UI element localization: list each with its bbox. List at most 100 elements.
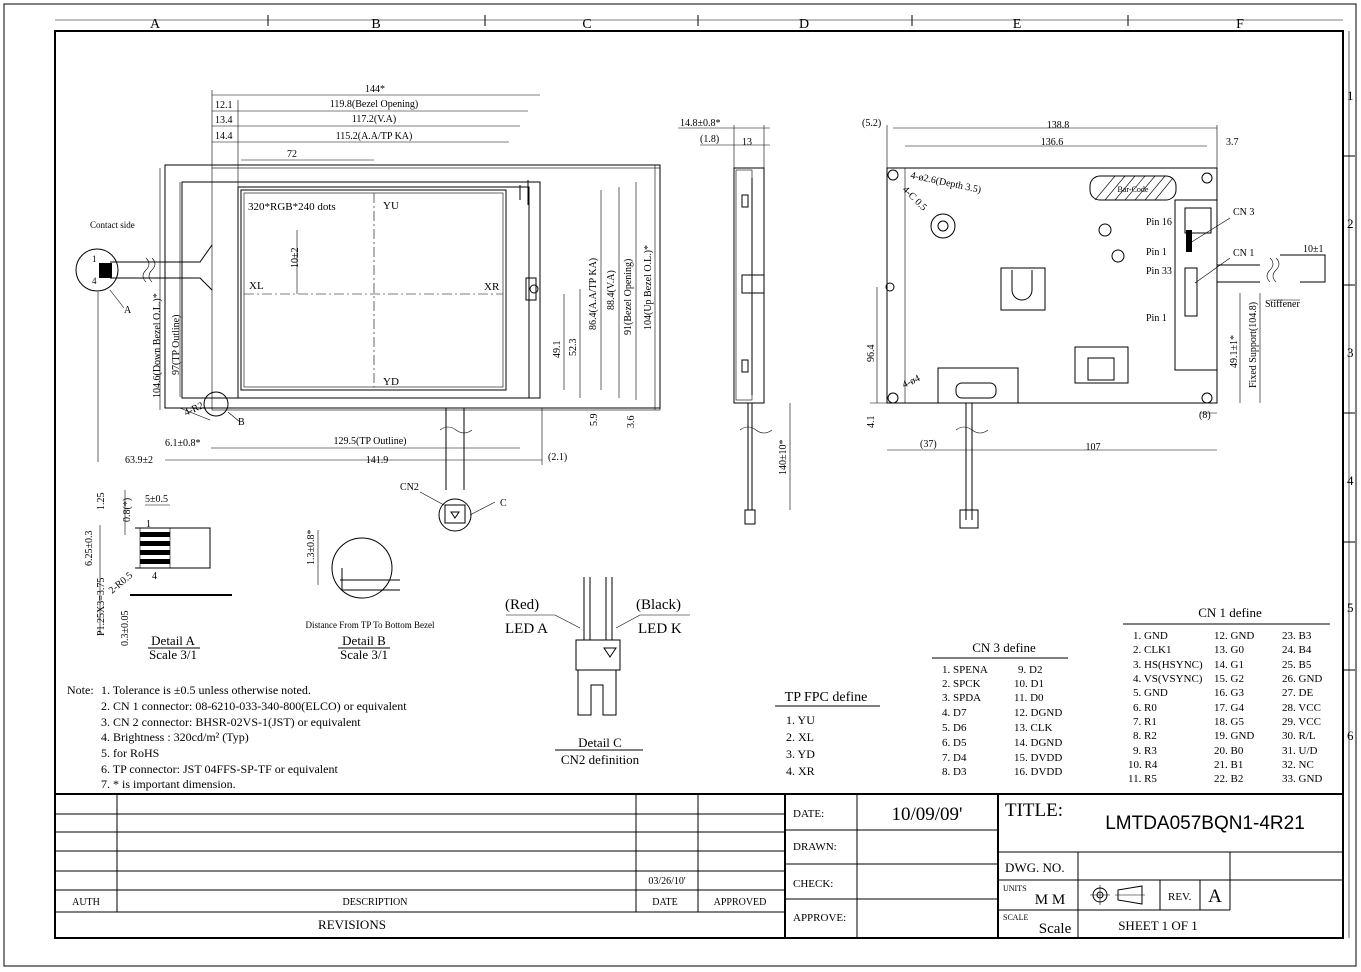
cn1-pin: 4. VS(VSYNC) bbox=[1133, 673, 1203, 685]
cn1-pin: 24. B4 bbox=[1282, 644, 1312, 656]
dim-hole4: 4-ø4 bbox=[901, 373, 922, 391]
cn3-define: CN 3 define 1. SPENA 2. SPCK 3. SPDA 4. … bbox=[932, 640, 1068, 778]
cn3-pin: 14. DGND bbox=[1014, 737, 1062, 749]
cn1-pin: 12. GND bbox=[1214, 630, 1254, 642]
col-label-f: F bbox=[1236, 17, 1244, 32]
cn1-pin: 25. B5 bbox=[1282, 659, 1312, 671]
cn1-pin: 32. NC bbox=[1282, 759, 1314, 771]
tp-fpc-item-2: 2. XL bbox=[786, 730, 814, 744]
dim-63-9: 63.9±2 bbox=[125, 455, 153, 466]
dim-8: (8) bbox=[1199, 410, 1211, 421]
callout-a: A bbox=[124, 305, 132, 316]
cn3-pin: 1. SPENA bbox=[942, 664, 988, 676]
title-label: TITLE: bbox=[1005, 800, 1063, 821]
cn1-define-title: CN 1 define bbox=[1198, 605, 1262, 620]
units-value: M M bbox=[1035, 892, 1065, 908]
approve-label: APPROVE: bbox=[793, 912, 846, 924]
detail-a bbox=[99, 490, 232, 649]
detail-a-caption: Detail A Scale 3/1 bbox=[149, 633, 197, 662]
detail-c-subtitle: CN2 definition bbox=[561, 752, 640, 767]
cn1-pin: 3. HS(HSYNC) bbox=[1133, 659, 1203, 671]
revisions-approved-header: APPROVED bbox=[714, 897, 767, 908]
row-label-4: 4 bbox=[1347, 473, 1354, 488]
revisions-footer: REVISIONS bbox=[318, 917, 386, 932]
cn1-define-col2: 12. GND 13. G0 14. G1 15. G2 16. G3 17. … bbox=[1214, 630, 1254, 785]
dim-0-8: 0.8(*) bbox=[122, 498, 133, 522]
cn1-pin: 21. B1 bbox=[1214, 759, 1243, 771]
contact-pin-4: 4 bbox=[92, 276, 97, 286]
dim-down-bezel-height: 104.6(Down Bezel O.L.)* bbox=[152, 293, 163, 398]
detail-c bbox=[506, 577, 690, 751]
tp-fpc-define: TP FPC define 1. YU 2. XL 3. YD 4. XR bbox=[775, 690, 880, 778]
notes-prefix: Note: bbox=[67, 683, 94, 697]
detail-b-labels: 1.3±0.8* Distance From TP To Bottom Beze… bbox=[306, 530, 435, 631]
cn3-pin: 8. D3 bbox=[942, 766, 967, 778]
cn1-pin: 23. B3 bbox=[1282, 630, 1312, 642]
drawing-title: LMTDA057BQN1-4R21 bbox=[1105, 813, 1305, 834]
cn1-define-col1: 1. GND 2. CLK1 3. HS(HSYNC) 4. VS(VSYNC)… bbox=[1128, 630, 1203, 785]
cn1-pin: 28. VCC bbox=[1282, 702, 1321, 714]
detail-a-pin4: 4 bbox=[152, 571, 157, 582]
dim-bezel-opening-width: 119.8(Bezel Opening) bbox=[330, 99, 419, 110]
dim-3-7: 3.7 bbox=[1226, 137, 1239, 148]
tp-fpc-item-1: 1. YU bbox=[786, 713, 815, 727]
rear-view bbox=[870, 125, 1326, 529]
dim-2-1: (2.1) bbox=[548, 452, 567, 463]
led-a-label: LED A bbox=[505, 621, 548, 637]
cn1-pin: 9. R3 bbox=[1133, 745, 1157, 757]
note-1: 1. Tolerance is ±0.5 unless otherwise no… bbox=[101, 683, 311, 697]
dim-1-25: 1.25 bbox=[96, 493, 107, 511]
dim-aa-width: 115.2(A.A/TP KA) bbox=[336, 131, 413, 142]
label-yu: YU bbox=[383, 200, 399, 212]
cn1-pin: 26. GND bbox=[1282, 673, 1322, 685]
cn3-define-col2: 9. D2 10. D1 11. D0 12. DGND 13. CLK 14.… bbox=[1014, 664, 1062, 778]
dim-13: 13 bbox=[742, 137, 752, 148]
dim-140: 140±10* bbox=[778, 440, 789, 476]
cn1-pin: 8. R2 bbox=[1133, 730, 1157, 742]
dim-5-2: (5.2) bbox=[862, 118, 881, 129]
dim-offset-14-4: 14.4 bbox=[215, 131, 233, 142]
cn3-define-col1: 1. SPENA 2. SPCK 3. SPDA 4. D7 5. D6 6. … bbox=[942, 664, 988, 778]
dim-up-bezel-height: 104(Up Bezel O.L.)* bbox=[643, 245, 654, 330]
col-label-a: A bbox=[150, 17, 161, 32]
dim-1-3: 1.3±0.8* bbox=[306, 530, 317, 566]
note-6: 6. TP connector: JST 04FFS-SP-TF or equi… bbox=[101, 762, 338, 776]
dim-bezel-opening-height: 91(Bezel Opening) bbox=[623, 259, 634, 335]
col-label-e: E bbox=[1013, 17, 1022, 32]
rev-label: REV. bbox=[1168, 891, 1192, 903]
label-yd: YD bbox=[383, 376, 399, 388]
dim-tp-outline-height: 97(TP Outline) bbox=[171, 315, 182, 375]
dim-52-3: 52.3 bbox=[568, 339, 579, 357]
dim-49-1-rear: 49.1±1* bbox=[1229, 335, 1240, 368]
dim-aa-height: 86.4(A.A/TP KA) bbox=[588, 258, 599, 330]
dim-tp-outline-width: 129.5(TP Outline) bbox=[334, 436, 407, 447]
detail-a-labels: 1.25 0.8(*) 5±0.5 6.25±0.3 P1.25X3=3.75 … bbox=[84, 493, 168, 647]
dim-4-1: 4.1 bbox=[866, 416, 877, 429]
cn1-pin: 18. G5 bbox=[1214, 716, 1244, 728]
cn1-pin: 13. G0 bbox=[1214, 644, 1244, 656]
detail-c-labels: (Red) LED A (Black) LED K bbox=[505, 597, 682, 637]
detail-b-distance-caption: Distance From TP To Bottom Bezel bbox=[306, 620, 435, 630]
bar-code-label: Bar-Code bbox=[1118, 185, 1149, 194]
note-2: 2. CN 1 connector: 08-6210-033-340-800(E… bbox=[101, 699, 407, 713]
detail-b-scale: Scale 3/1 bbox=[340, 647, 388, 662]
dim-fixed-support: Fixed Support(104.8) bbox=[1248, 302, 1259, 388]
dim-overall-width: 144* bbox=[365, 84, 385, 95]
dim-138-8: 138.8 bbox=[1047, 120, 1070, 131]
dim-6-1: 6.1±0.8* bbox=[165, 438, 201, 449]
cn1-pin: 19. GND bbox=[1214, 730, 1254, 742]
led-k-color: (Black) bbox=[636, 597, 681, 613]
tp-fpc-item-4: 4. XR bbox=[786, 764, 815, 778]
callout-c: C bbox=[500, 498, 507, 509]
dim-0-3: 0.3±0.05 bbox=[120, 611, 131, 647]
revisions-labels: 03/26/10' AUTH DESCRIPTION DATE APPROVED… bbox=[72, 876, 766, 932]
front-view-dimensions: 144* 119.8(Bezel Opening) 117.2(V.A) 115… bbox=[90, 84, 654, 509]
cn3-pin: 4. D7 bbox=[942, 707, 967, 719]
grid-column-labels: A B C D E F bbox=[150, 17, 1244, 32]
cn1-pin: 33. GND bbox=[1282, 773, 1322, 785]
cn1-pin: 11. R5 bbox=[1128, 773, 1157, 785]
cn1-label: CN 1 bbox=[1233, 248, 1254, 259]
detail-c-caption: Detail C CN2 definition bbox=[561, 735, 640, 767]
scale-label: SCALE bbox=[1003, 913, 1028, 922]
